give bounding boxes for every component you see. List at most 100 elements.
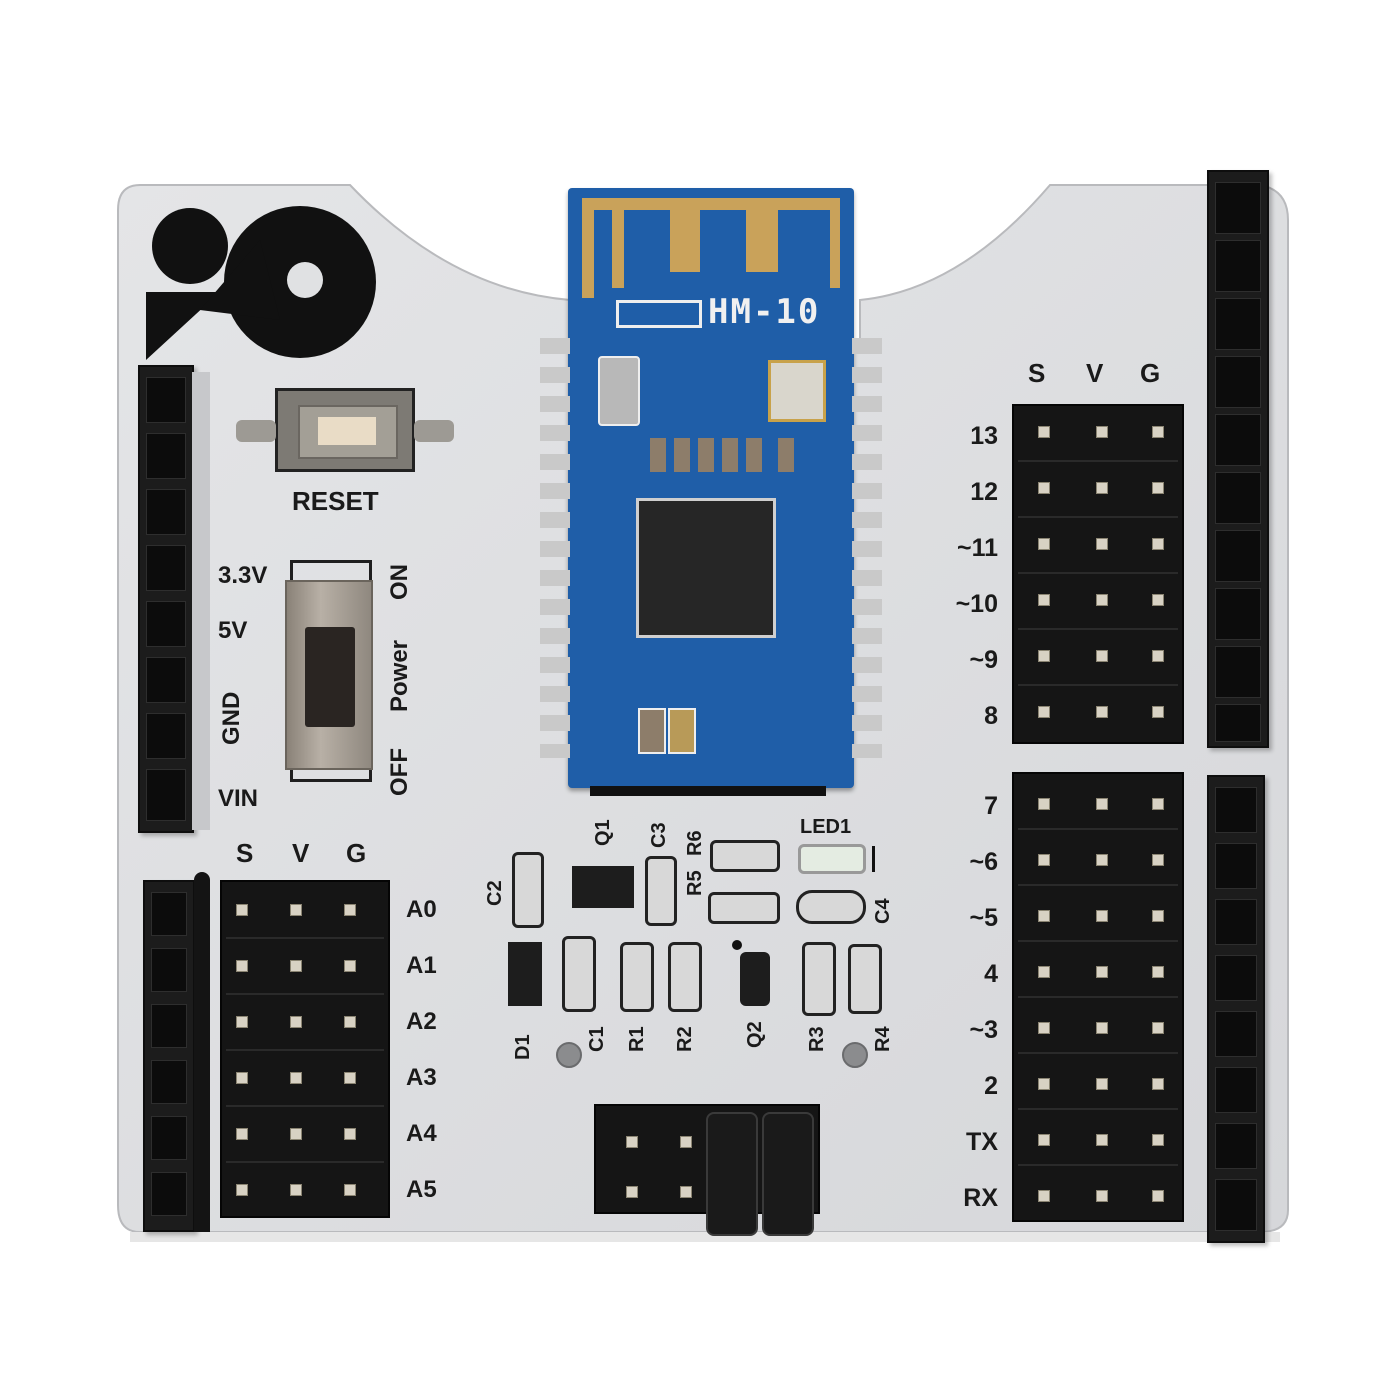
rail-label-3v3: 3.3V: [218, 562, 268, 589]
analog-row-a3: A3: [406, 1064, 437, 1091]
digital-row-9: ~9: [969, 646, 998, 674]
component-label-q1: Q1: [592, 819, 614, 846]
digital-row-8: 8: [984, 702, 998, 730]
resistor-r5: [708, 892, 780, 924]
transistor-q2: [740, 952, 770, 1006]
reset-lead-left: [236, 420, 276, 442]
jumper-cap-2[interactable]: [762, 1112, 814, 1236]
component-label-r4: R4: [872, 1026, 894, 1052]
component-label-c2: C2: [484, 880, 506, 906]
passive-component: [746, 438, 762, 472]
analog-row-a4: A4: [406, 1120, 437, 1147]
left-female-header: [138, 365, 194, 833]
diode-d1: [508, 942, 542, 1006]
digital-row-13: 13: [970, 422, 998, 450]
crystal-right: [768, 360, 826, 422]
analog-row-a0: A0: [406, 896, 437, 923]
component-label-r2: R2: [674, 1026, 696, 1052]
antenna-trace: [582, 198, 840, 298]
rail-label-gnd: GND: [218, 691, 245, 745]
digital-row-4: 4: [984, 960, 998, 988]
reset-label: RESET: [292, 486, 379, 516]
passive-component: [638, 708, 666, 754]
capacitor-c3: [645, 856, 677, 926]
passive-component: [722, 438, 738, 472]
left-bottom-header-bracket: [194, 872, 210, 1232]
digital-row-11: ~11: [956, 534, 998, 562]
digital-row-12: 12: [970, 478, 998, 506]
digital-row-6: ~6: [969, 848, 998, 876]
ble-chip: [636, 498, 776, 638]
component-label-d1: D1: [512, 1034, 534, 1060]
switch-label-power: Power: [386, 639, 413, 712]
switch-label-off: OFF: [386, 748, 413, 796]
right-bottom-female-header: [1207, 775, 1265, 1243]
digital-row-2: 2: [984, 1072, 998, 1100]
digital-bottom-pin-header: [1012, 772, 1184, 1222]
analog-row-a2: A2: [406, 1008, 437, 1035]
passive-component: [668, 708, 696, 754]
power-switch-slider[interactable]: [305, 627, 355, 727]
passive-component: [650, 438, 666, 472]
module-base: [590, 786, 826, 796]
capacitor-c2: [512, 852, 544, 928]
component-label-r6: R6: [684, 830, 706, 856]
resistor-r3: [802, 942, 836, 1016]
mounting-hole-right: [842, 1042, 868, 1068]
resistor-r4: [848, 944, 882, 1014]
analog-col-v: V: [292, 838, 310, 868]
resistor-r1: [620, 942, 654, 1012]
rail-label-vin: VIN: [218, 785, 259, 812]
transistor-q1: [572, 866, 634, 908]
analog-row-a5: A5: [406, 1176, 437, 1203]
digital-row-7: 7: [984, 792, 998, 820]
passive-component: [698, 438, 714, 472]
component-label-c3: C3: [648, 822, 670, 848]
power-switch[interactable]: [285, 580, 373, 770]
digital-col-g: G: [1140, 358, 1161, 388]
passive-component: [674, 438, 690, 472]
reset-lead-right: [414, 420, 454, 442]
component-label-r3: R3: [806, 1026, 828, 1052]
module-pads-left: [540, 338, 570, 758]
q2-pin1-dot: [732, 940, 742, 950]
digital-col-v: V: [1086, 358, 1104, 388]
left-header-shroud: [192, 372, 210, 830]
switch-label-on: ON: [386, 564, 413, 600]
digital-row-10: ~10: [955, 590, 998, 618]
module-label: HM-10: [708, 292, 821, 332]
digital-row-5: ~5: [969, 904, 998, 932]
component-label-c4: C4: [872, 898, 894, 924]
component-label-led1: LED1: [800, 816, 852, 838]
reset-button[interactable]: [275, 388, 415, 472]
component-label-q2: Q2: [744, 1021, 766, 1048]
analog-pin-header: [220, 880, 390, 1218]
jumper-cap-1[interactable]: [706, 1112, 758, 1236]
capacitor-c1: [562, 936, 596, 1012]
led1: [798, 844, 866, 874]
capacitor-c4: [796, 890, 866, 924]
analog-col-s: S: [236, 838, 254, 868]
component-label-c1: C1: [586, 1026, 608, 1052]
digital-col-s: S: [1028, 358, 1046, 388]
antenna-components: [616, 300, 702, 328]
resistor-r6: [710, 840, 780, 872]
hm10-module: HM-10: [568, 188, 854, 788]
rail-label-5v: 5V: [218, 617, 248, 644]
left-bottom-female-header: [143, 880, 195, 1232]
passive-component: [778, 438, 794, 472]
analog-col-g: G: [346, 838, 367, 868]
digital-row-tx: TX: [966, 1128, 998, 1156]
reset-button-cap[interactable]: [318, 417, 376, 445]
component-label-r1: R1: [626, 1026, 648, 1052]
mounting-hole-left: [556, 1042, 582, 1068]
component-label-r5: R5: [684, 870, 706, 896]
brand-logo: [146, 206, 376, 360]
resistor-r2: [668, 942, 702, 1012]
led1-polarity-mark: [872, 846, 875, 872]
analog-row-a1: A1: [406, 952, 437, 979]
crystal-left: [598, 356, 640, 426]
digital-row-rx: RX: [963, 1184, 998, 1212]
digital-row-3: ~3: [969, 1016, 998, 1044]
